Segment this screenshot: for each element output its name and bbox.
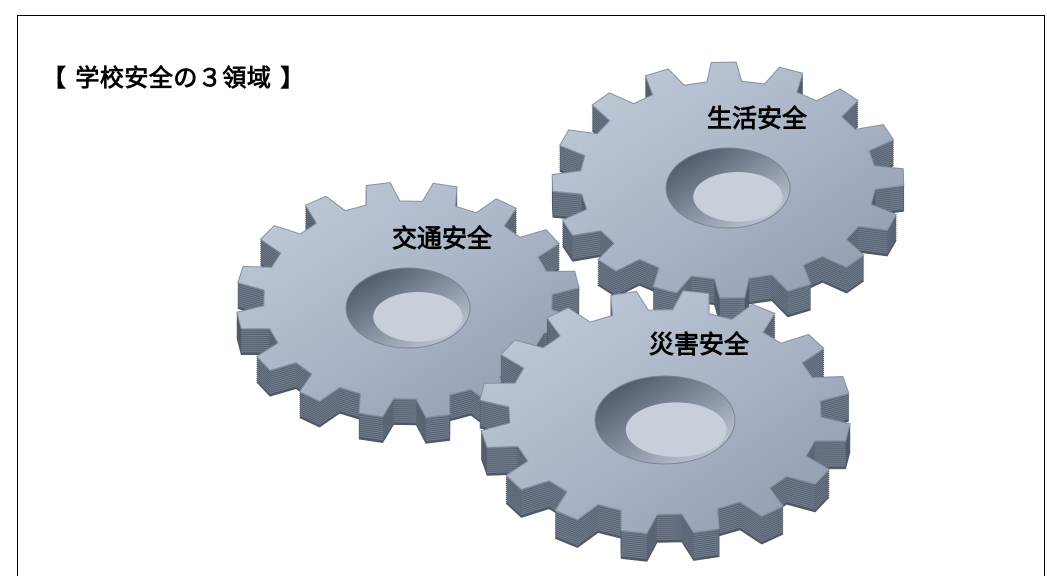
gear-traffic-safety	[236, 182, 580, 444]
gear-label-traffic: 交通安全	[392, 224, 493, 253]
gear-label-life: 生活安全	[707, 104, 808, 133]
gear-label-disaster: 災害安全	[649, 330, 750, 359]
gear-hole-floor	[625, 402, 727, 457]
diagram-title: 【 学校安全の３領域 】	[42, 64, 305, 92]
gear-disaster-top	[479, 290, 851, 562]
gear-life-safety	[551, 61, 905, 325]
gear-hole-floor	[693, 172, 783, 222]
gear-hole-floor	[373, 292, 463, 342]
